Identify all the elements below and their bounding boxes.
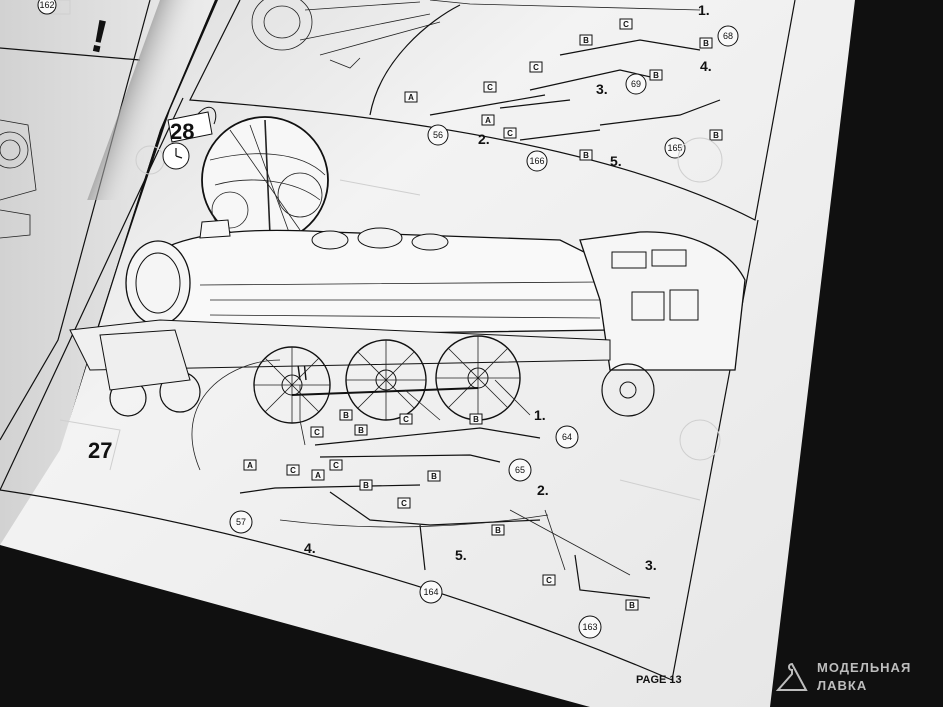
svg-text:69: 69: [631, 79, 641, 89]
bleed-through-ghost: [59, 137, 723, 501]
svg-text:B: B: [431, 472, 437, 481]
svg-text:B: B: [343, 411, 349, 420]
top-step-numbers: 1. 2. 3. 4. 5.: [478, 2, 712, 169]
top-part-bubbles: 68 69 56 166 165 162: [37, 0, 739, 172]
svg-text:3.: 3.: [596, 81, 608, 97]
svg-text:64: 64: [562, 432, 572, 442]
svg-text:B: B: [653, 71, 659, 80]
svg-text:3.: 3.: [645, 557, 657, 573]
svg-text:5.: 5.: [455, 547, 467, 563]
main-step-numbers: 1. 2. 3. 4. 5. 27: [88, 407, 657, 573]
svg-text:B: B: [495, 526, 501, 535]
svg-text:2.: 2.: [478, 131, 490, 147]
svg-text:56: 56: [433, 130, 443, 140]
svg-text:4.: 4.: [304, 540, 316, 556]
step-28-badge: 28: [162, 106, 217, 170]
svg-text:C: C: [403, 415, 409, 424]
svg-text:2.: 2.: [537, 482, 549, 498]
svg-text:C: C: [290, 466, 296, 475]
exploded-parts: 64 65 57 164 163: [191, 359, 651, 639]
svg-text:C: C: [401, 499, 407, 508]
svg-text:B: B: [358, 426, 364, 435]
svg-text:163: 163: [582, 622, 597, 632]
svg-text:B: B: [713, 131, 719, 140]
svg-text:28: 28: [170, 119, 194, 144]
glue-icon: [197, 106, 217, 125]
svg-text:A: A: [485, 116, 491, 125]
svg-text:4.: 4.: [700, 58, 712, 74]
svg-text:B: B: [473, 415, 479, 424]
neighbor-step-27: 27: [88, 438, 112, 463]
svg-text:A: A: [247, 461, 253, 470]
svg-text:B: B: [583, 36, 589, 45]
svg-text:A: A: [315, 471, 321, 480]
svg-text:65: 65: [515, 465, 525, 475]
svg-text:164: 164: [423, 587, 438, 597]
top-panel-locomotive: [251, 0, 701, 69]
svg-text:1.: 1.: [698, 2, 710, 18]
svg-text:B: B: [363, 481, 369, 490]
main-letter-flags: B C B C B B C A B A C C B C B: [243, 409, 639, 611]
svg-text:B: B: [629, 601, 635, 610]
svg-text:C: C: [546, 576, 552, 585]
svg-text:B: B: [583, 151, 589, 160]
svg-text:C: C: [333, 461, 339, 470]
svg-text:C: C: [623, 20, 629, 29]
svg-text:C: C: [314, 428, 320, 437]
svg-text:68: 68: [723, 31, 733, 41]
top-panel: 68 69 56 166 165 162 1. 2. 3. 4. 5. A B …: [37, 0, 796, 221]
svg-text:C: C: [533, 63, 539, 72]
top-panel-rods: [369, 4, 721, 141]
svg-text:57: 57: [236, 517, 246, 527]
left-page-locomotive-fragment: [0, 119, 37, 239]
svg-text:C: C: [507, 129, 513, 138]
watermark-line1: МОДЕЛЬНАЯ: [817, 660, 911, 675]
svg-text:5.: 5.: [610, 153, 622, 169]
svg-text:162: 162: [39, 0, 54, 10]
svg-text:166: 166: [529, 156, 544, 166]
svg-text:1.: 1.: [534, 407, 546, 423]
top-letter-flags: A B C B C B C C B B A: [404, 18, 723, 161]
watermark: МОДЕЛЬНАЯ ЛАВКА: [775, 660, 911, 693]
hanger-icon: [775, 662, 808, 691]
watermark-line2: ЛАВКА: [817, 678, 867, 693]
page-number-label: PAGE 13: [636, 674, 682, 686]
svg-text:C: C: [487, 83, 493, 92]
main-panel: 28: [0, 97, 759, 686]
locomotive-drawing: [69, 219, 746, 424]
svg-text:165: 165: [667, 143, 682, 153]
svg-text:A: A: [408, 93, 414, 102]
svg-text:B: B: [703, 39, 709, 48]
